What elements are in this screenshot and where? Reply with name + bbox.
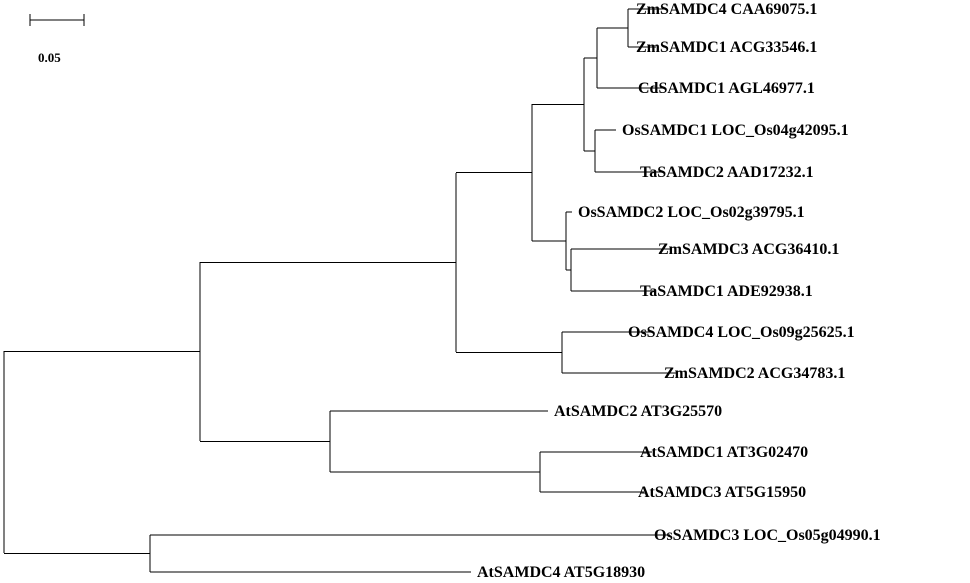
leaf-label: OsSAMDC1 LOC_Os04g42095.1 <box>622 122 849 139</box>
leaf-label: AtSAMDC2 AT3G25570 <box>554 403 722 420</box>
leaf-label: ZmSAMDC2 ACG34783.1 <box>664 365 845 382</box>
leaf-label: ZmSAMDC3 ACG36410.1 <box>658 241 839 258</box>
leaf-label: ZmSAMDC1 ACG33546.1 <box>636 39 817 56</box>
scale-bar: 0.05 <box>29 14 85 65</box>
scale-bar-label: 0.05 <box>38 50 61 65</box>
leaf-label: OsSAMDC2 LOC_Os02g39795.1 <box>578 204 805 221</box>
leaf-label: TaSAMDC1 ADE92938.1 <box>640 283 813 300</box>
leaf-label: ZmSAMDC4 CAA69075.1 <box>636 1 817 18</box>
tree-branches <box>3 8 678 573</box>
leaf-label: OsSAMDC4 LOC_Os09g25625.1 <box>628 324 855 341</box>
leaf-label: AtSAMDC1 AT3G02470 <box>640 444 808 461</box>
leaf-label: AtSAMDC4 AT5G18930 <box>477 564 645 581</box>
leaf-label: AtSAMDC3 AT5G15950 <box>638 484 806 501</box>
leaf-label: OsSAMDC3 LOC_Os05g04990.1 <box>654 527 881 544</box>
leaf-label: CdSAMDC1 AGL46977.1 <box>638 80 815 97</box>
leaf-label: TaSAMDC2 AAD17232.1 <box>640 164 814 181</box>
